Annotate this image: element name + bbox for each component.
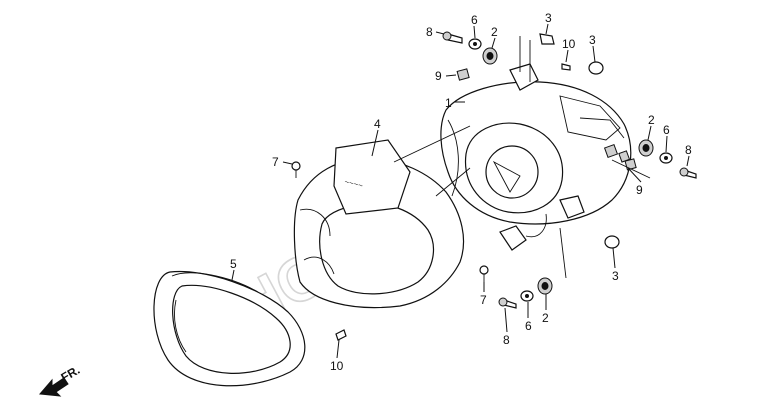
callout-9: 9 [636,183,643,197]
svg-text:~~~~: ~~~~ [344,177,365,190]
callout-4: 4 [374,117,381,131]
callout-10: 10 [330,359,344,373]
callouts: 1 2 2 2 3 3 3 4 5 6 6 6 7 7 8 8 8 9 9 10… [230,11,692,373]
callout-2: 2 [648,113,655,127]
callout-9: 9 [435,69,442,83]
headlight-rim [153,270,306,387]
headlight-unit [440,40,632,251]
callout-6: 6 [471,13,478,27]
callout-3: 3 [545,11,552,25]
callout-8: 8 [503,333,510,347]
callout-2: 2 [491,25,498,39]
callout-2: 2 [542,311,549,325]
callout-10: 10 [562,37,576,51]
callout-6: 6 [663,123,670,137]
callout-8: 8 [685,143,692,157]
callout-6: 6 [525,319,532,333]
callout-3: 3 [589,33,596,47]
callout-1: 1 [445,96,452,110]
callout-7: 7 [480,293,487,307]
front-direction-arrow: FR. [38,363,82,397]
leader-lines [231,23,690,359]
hardware [291,31,697,341]
callout-5: 5 [230,257,237,271]
callout-8: 8 [426,25,433,39]
callout-7: 7 [272,155,279,169]
callout-3: 3 [612,269,619,283]
headlight-case-cover: ~~~~ [293,139,465,309]
